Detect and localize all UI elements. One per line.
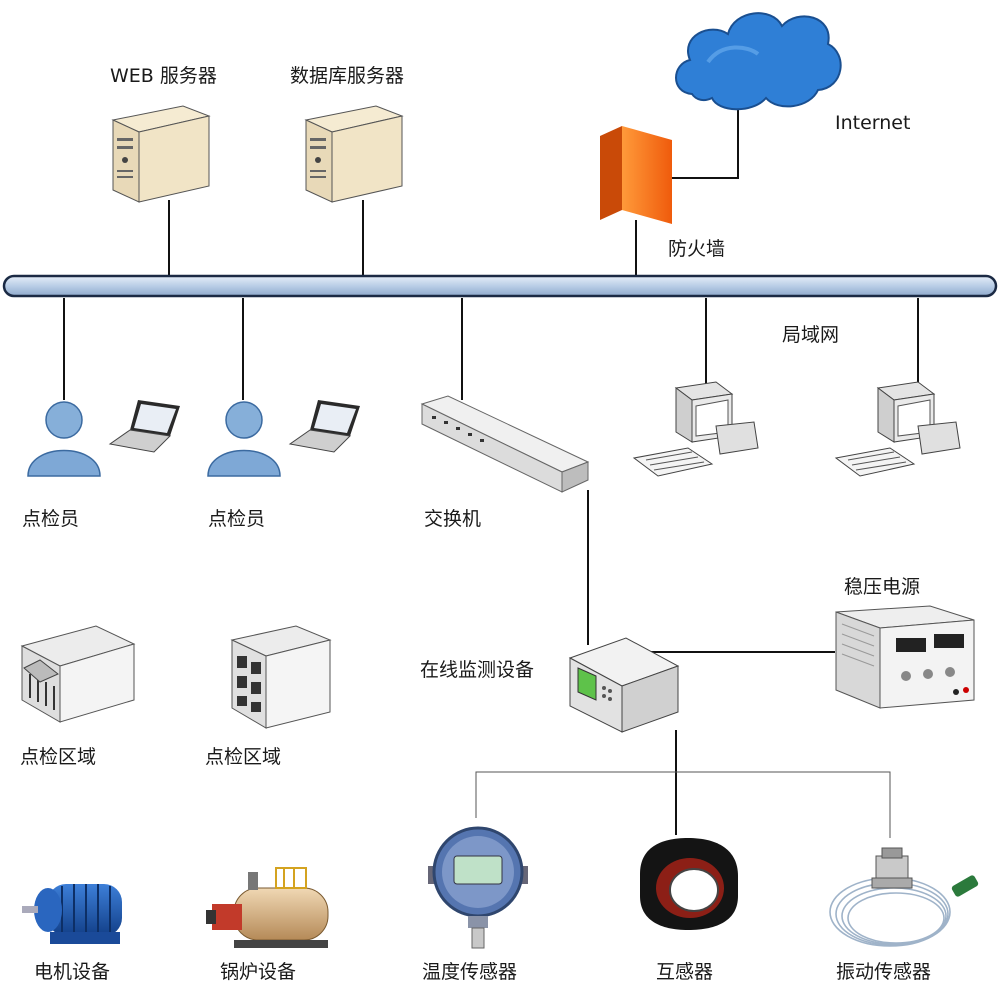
vibration-sensor-icon: [829, 847, 979, 947]
switch-label: 交换机: [424, 508, 482, 530]
transformer-icon: [640, 838, 738, 930]
person-icon: [207, 401, 281, 477]
db-server-label: 数据库服务器: [290, 65, 405, 87]
power-supply-label: 稳压电源: [844, 576, 921, 598]
lan-bus: [2, 274, 998, 298]
desktop-icon: [632, 381, 759, 477]
inspector-1-label: 点检员: [22, 508, 80, 530]
switch-icon: [420, 395, 590, 493]
firewall-label: 防火墙: [668, 238, 726, 260]
cloud-icon: [675, 12, 842, 111]
motor-label: 电机设备: [34, 961, 111, 983]
motor-icon: [22, 884, 122, 944]
lan-label: 局域网: [782, 324, 840, 346]
monitor-device-icon: [568, 637, 680, 733]
building-icon: [230, 625, 332, 729]
power-supply-icon: [835, 605, 975, 709]
area-1-label: 点检区域: [20, 746, 97, 768]
internet-label: Internet: [835, 112, 911, 134]
firewall-icon: [600, 126, 672, 224]
web-server-icon: [111, 105, 211, 203]
laptop-icon: [108, 400, 180, 453]
transformer-label: 互感器: [656, 961, 714, 983]
web-server-label: WEB 服务器: [110, 65, 217, 87]
building-icon: [20, 625, 136, 723]
laptop-icon: [288, 400, 360, 453]
online-monitor-label: 在线监测设备: [420, 659, 535, 681]
db-server-icon: [304, 105, 404, 203]
inspector-2-label: 点检员: [208, 508, 266, 530]
person-icon: [27, 401, 101, 477]
desktop-icon: [834, 381, 961, 477]
boiler-icon: [206, 867, 329, 948]
temperature-sensor-icon: [428, 826, 528, 949]
temp-sensor-label: 温度传感器: [422, 961, 518, 983]
area-2-label: 点检区域: [205, 746, 282, 768]
vibration-sensor-label: 振动传感器: [836, 961, 932, 983]
boiler-label: 锅炉设备: [220, 961, 297, 983]
